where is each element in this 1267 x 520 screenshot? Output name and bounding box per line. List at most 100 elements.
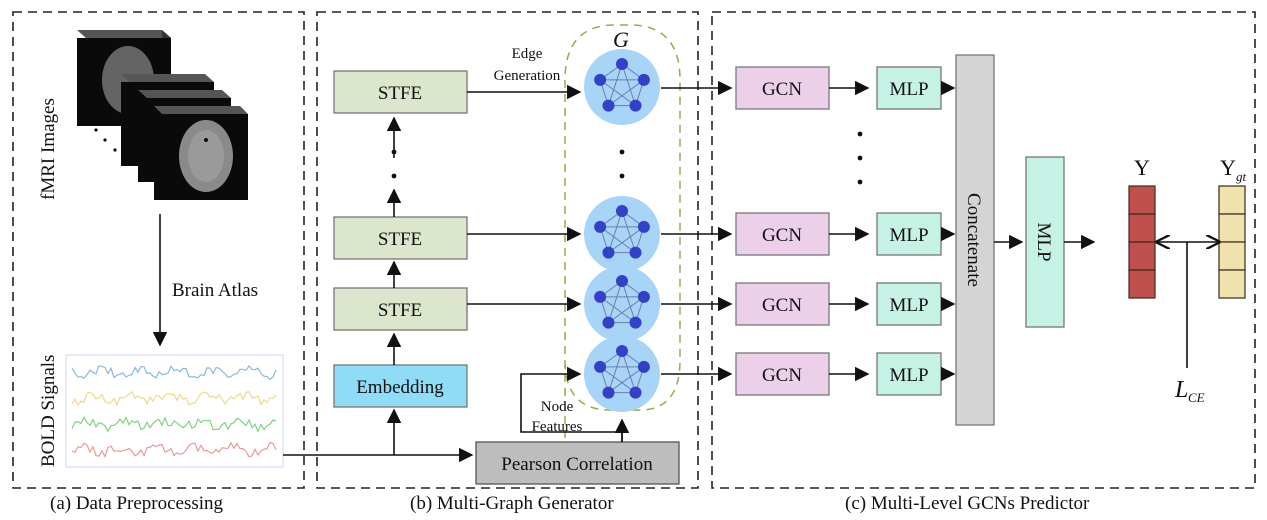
graph-node [616, 345, 628, 357]
vector-cell [1218, 213, 1246, 243]
graph-node [629, 386, 642, 399]
generation-label: Generation [494, 68, 561, 84]
graph-node [594, 220, 607, 233]
graph-icon [584, 266, 660, 342]
graph-node [594, 290, 607, 303]
graph-node [637, 220, 650, 233]
final-mlp-block[interactable]: MLP [1025, 156, 1065, 328]
graph-node [616, 205, 628, 217]
section-b-border [316, 11, 699, 489]
stfe-label: STFE [378, 229, 422, 250]
gcn-block[interactable]: GCN [735, 66, 830, 110]
embedding-label: Embedding [356, 377, 444, 398]
bold-signal-trace [71, 415, 277, 433]
vector-cell [1218, 185, 1246, 215]
graph-node [616, 58, 628, 70]
gcn-label: GCN [762, 225, 802, 246]
graph-set-symbol: G [613, 27, 629, 52]
mlp-block[interactable]: MLP [876, 352, 942, 396]
gcn-label: GCN [762, 79, 802, 100]
bold-signal-trace [71, 390, 277, 407]
graph-node [629, 316, 642, 329]
gcn-block[interactable]: GCN [735, 352, 830, 396]
ellipsis-dot [857, 155, 863, 161]
stfe-label: STFE [378, 300, 422, 321]
mlp-label: MLP [889, 79, 928, 100]
caption-gcn-predictor: (c) Multi-Level GCNs Predictor [845, 493, 1090, 514]
gcn-label: GCN [762, 295, 802, 316]
graph-icon [584, 336, 660, 412]
bold-signal-trace [71, 364, 277, 380]
y-label: Y [1134, 155, 1150, 180]
ellipsis-dot [619, 173, 625, 179]
pearson-correlation-block[interactable]: Pearson Correlation [475, 441, 680, 485]
stfe-label: STFE [378, 83, 422, 104]
embedding-block[interactable]: Embedding [333, 364, 468, 408]
graph-node [602, 316, 615, 329]
vector-cell [1128, 213, 1156, 243]
graph-node [602, 246, 615, 259]
caption-data-preprocessing: (a) Data Preprocessing [50, 493, 224, 514]
ygt-label: Y [1220, 155, 1236, 180]
mlp-block[interactable]: MLP [876, 66, 942, 110]
stfe-block[interactable]: STFE [333, 70, 468, 114]
gcn-block[interactable]: GCN [735, 282, 830, 326]
graph-icon [584, 49, 660, 125]
mlp-label: MLP [889, 365, 928, 386]
fmri-volume-stack [77, 30, 248, 200]
mlp-label: MLP [889, 295, 928, 316]
mlp-block[interactable]: MLP [876, 282, 942, 326]
ellipsis-dot [391, 149, 397, 155]
pearson-correlation-label: Pearson Correlation [501, 454, 653, 475]
gcn-block[interactable]: GCN [735, 212, 830, 256]
graph-set-outline [564, 24, 681, 480]
stfe-block[interactable]: STFE [333, 216, 468, 260]
section-c-border [711, 11, 1256, 489]
graph-node [616, 275, 628, 287]
vector-cell [1128, 269, 1156, 299]
ellipsis-dot [391, 173, 397, 179]
graph-node [594, 73, 607, 86]
vector-cell [1128, 241, 1156, 271]
ellipsis-dot [857, 131, 863, 137]
vector-cell [1218, 241, 1246, 271]
fmri-volume [154, 106, 248, 200]
final-mlp-label: MLP [1033, 222, 1054, 261]
edge-label: Edge [512, 46, 543, 62]
graph-node [602, 386, 615, 399]
caption-multi-graph-generator: (b) Multi-Graph Generator [410, 493, 614, 514]
section-a-border [12, 11, 305, 489]
graph-node [602, 99, 615, 112]
graph-icon [584, 196, 660, 272]
concatenate-label: Concatenate [963, 193, 984, 287]
brain-atlas-label: Brain Atlas [172, 280, 258, 301]
bold-signal-traces [71, 364, 277, 459]
prediction-vector-y [1128, 185, 1156, 299]
vector-cell [1128, 185, 1156, 215]
ellipsis-dot [619, 149, 625, 155]
bold-signal-trace [71, 441, 277, 459]
graph-node [637, 360, 650, 373]
vector-cell [1218, 269, 1246, 299]
node-label: Node [541, 399, 574, 415]
concatenate-block[interactable]: Concatenate [955, 54, 995, 426]
graph-nodes [584, 49, 660, 412]
ellipsis-dot [857, 179, 863, 185]
bold-signals-panel [65, 354, 284, 468]
stfe-block[interactable]: STFE [333, 287, 468, 331]
graph-node [594, 360, 607, 373]
gcn-mlp-rows: GCN MLP GCN MLP GCN MLP GCN MLP [735, 66, 956, 396]
mlp-label: MLP [889, 225, 928, 246]
section-multi-graph-generator: G STFE STFE STFE Embedding Pearson Corre… [283, 11, 699, 514]
graph-node [637, 73, 650, 86]
graph-node [629, 99, 642, 112]
fmri-images-label: fMRI Images [38, 98, 59, 200]
section-data-preprocessing: fMRI Images BOLD Signals [12, 11, 305, 514]
ground-truth-vector-ygt [1218, 185, 1246, 299]
graph-node [629, 246, 642, 259]
section-gcn-predictor: GCN MLP GCN MLP GCN MLP GCN MLP Concatenate MLP… [661, 11, 1256, 514]
mlp-block[interactable]: MLP [876, 212, 942, 256]
loss-label: L [1174, 377, 1188, 403]
loss-subscript: CE [1188, 390, 1205, 405]
